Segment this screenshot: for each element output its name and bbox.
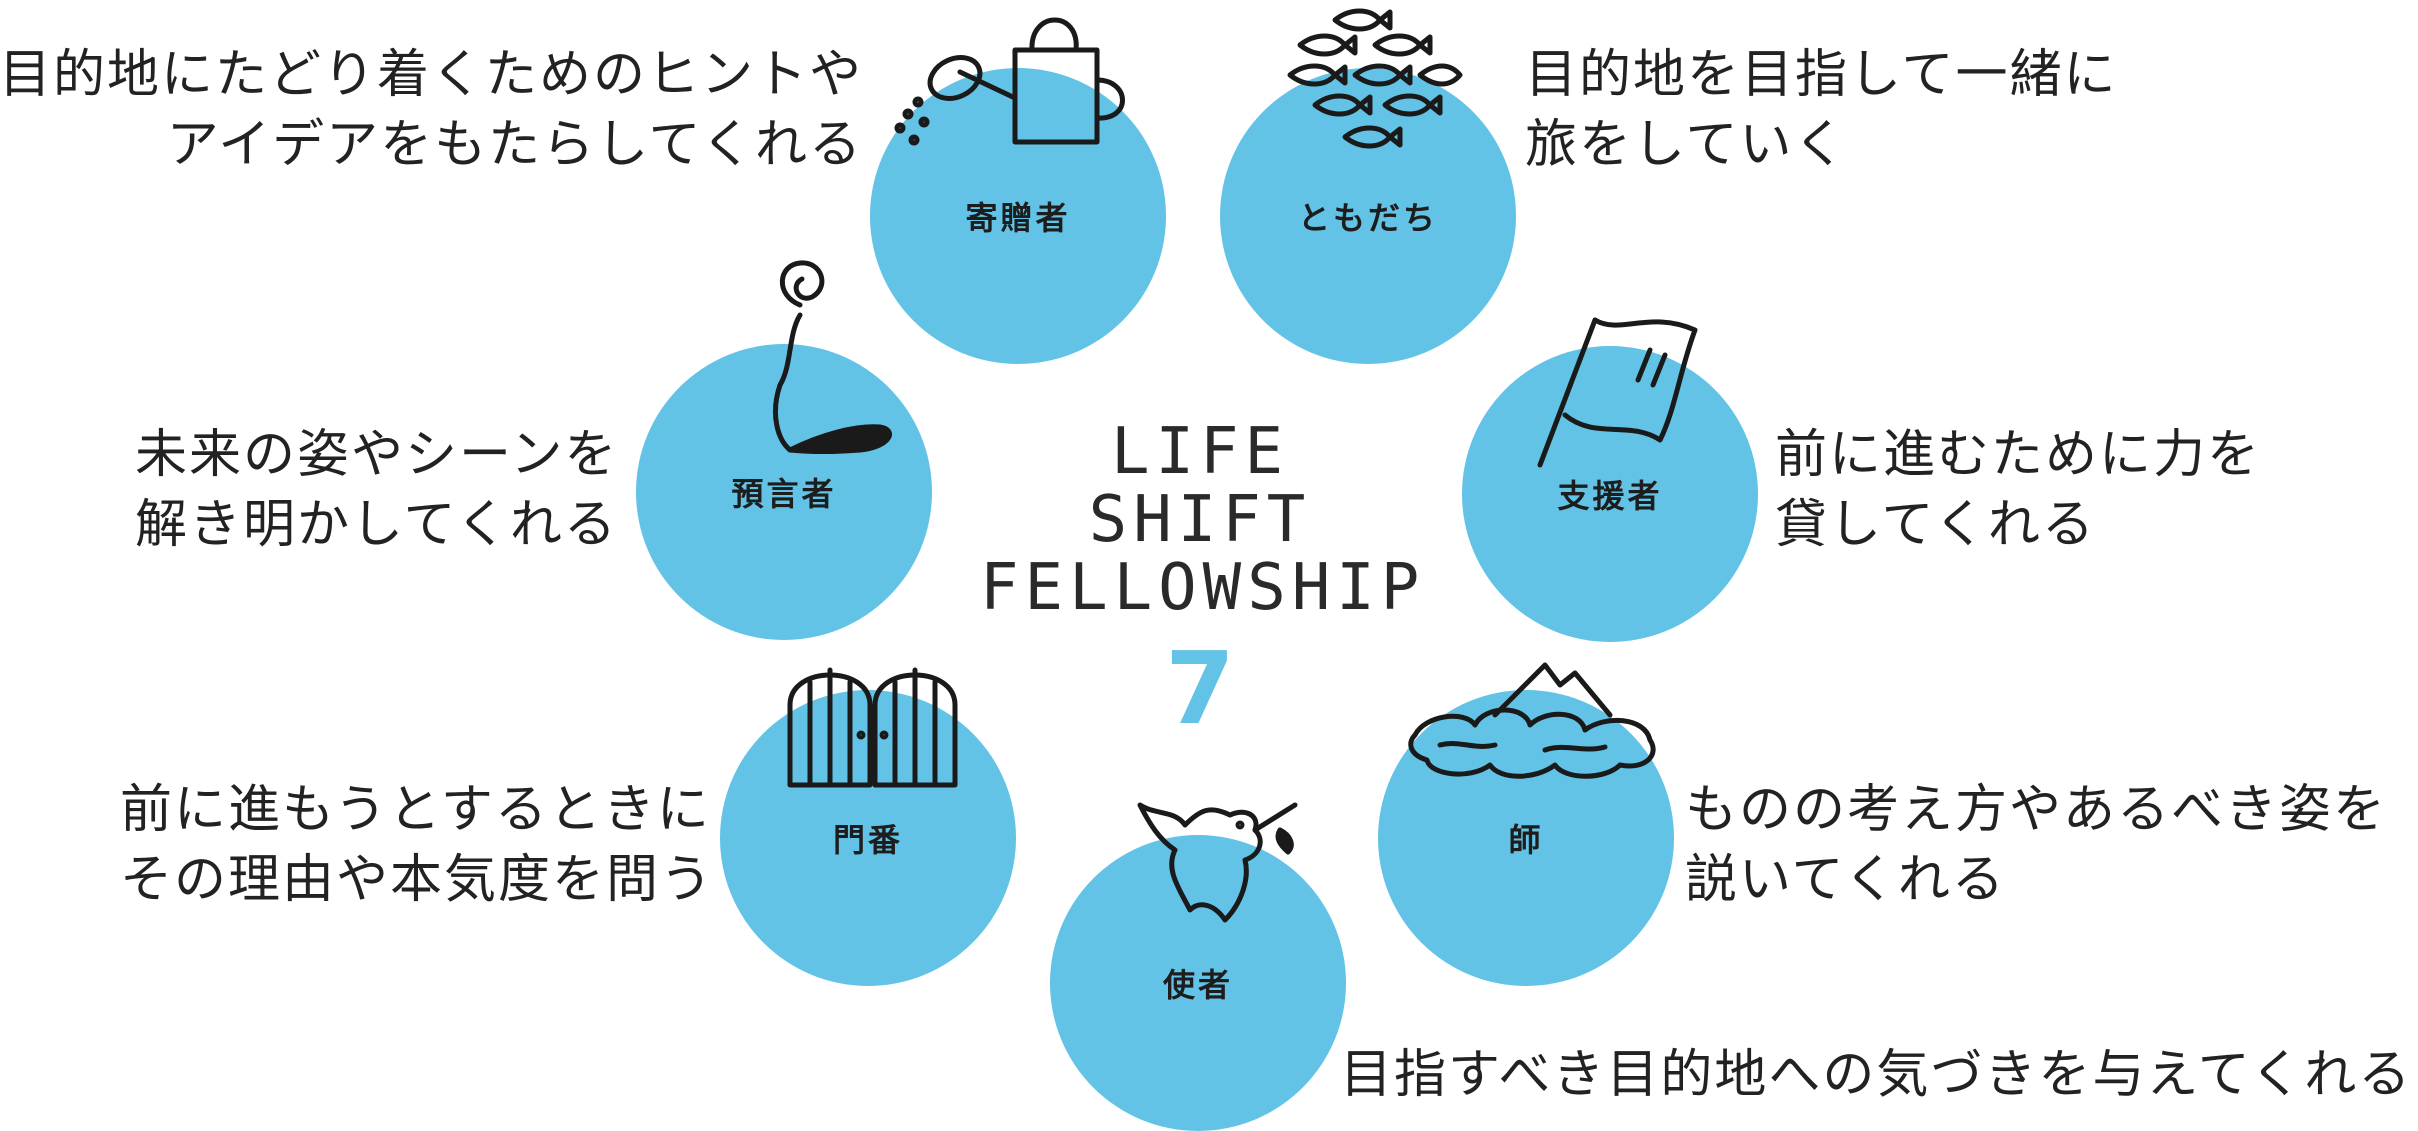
desc-friends-line-1: 目的地を目指して一緒に (1525, 45, 2118, 105)
watering-can-icon (894, 17, 1125, 146)
role-circle-mentor: 師 (1378, 690, 1674, 986)
desc-friends: 目的地を目指して一緒に 旅をしていく (1525, 40, 2117, 180)
desc-supporter-line-2: 貸してくれる (1775, 495, 2096, 555)
role-label-gatekeeper: 門番 (832, 821, 903, 859)
desc-mentor-line-1: ものの考え方やあるべき姿を (1685, 780, 2388, 840)
desc-messenger: 目指すべき目的地への気づきを与えてくれる (1340, 1040, 2412, 1110)
role-label-messenger: 使者 (1162, 966, 1233, 1004)
desc-gatekeeper: 前に進もうとするときに その理由や本気度を問う (120, 775, 714, 915)
arched-gate-icon (787, 667, 958, 788)
role-label-prophet: 預言者 (731, 475, 837, 513)
desc-gatekeeper-line-2: その理由や本気度を問う (120, 850, 715, 910)
role-circle-friends: ともだち (1220, 68, 1516, 364)
desc-supporter-line-1: 前に進むために力を (1775, 425, 2262, 485)
role-label-mentor: 師 (1508, 821, 1544, 859)
school-of-fish-icon (1287, 8, 1463, 149)
title-line-shift: SHIFT (1088, 483, 1312, 557)
desc-prophet-line-2: 解き明かしてくれる (135, 495, 618, 555)
role-circle-messenger: 使者 (1050, 835, 1346, 1131)
desc-donor-line-1: 目的地にたどり着くためのヒントや (0, 45, 863, 105)
flag-icon (1537, 317, 1698, 468)
role-circle-supporter: 支援者 (1462, 346, 1758, 642)
desc-donor-line-2: アイデアをもたらしてくれる (166, 115, 863, 175)
desc-gatekeeper-line-1: 前に進もうとするときに (120, 780, 711, 840)
role-circle-donor: 寄贈者 (870, 68, 1166, 364)
role-label-friends: ともだち (1297, 199, 1438, 237)
center-title: LIFE SHIFT FELLOWSHIP (980, 418, 1420, 622)
desc-friends-line-2: 旅をしていく (1525, 115, 1848, 175)
desc-supporter: 前に進むために力を 貸してくれる (1775, 420, 2261, 560)
desc-messenger-line-1: 目指すべき目的地への気づきを与えてくれる (1340, 1045, 2413, 1105)
mountain-clouds-icon (1408, 662, 1656, 779)
role-label-supporter: 支援者 (1557, 477, 1663, 515)
desc-prophet: 未来の姿やシーンを 解き明かしてくれる (135, 420, 618, 560)
desc-mentor-line-2: 説いてくれる (1685, 850, 2006, 910)
role-label-donor: 寄贈者 (965, 199, 1071, 237)
desc-donor: 目的地にたどり着くためのヒントや アイデアをもたらしてくれる (0, 40, 863, 180)
desc-mentor: ものの考え方やあるべき姿を 説いてくれる (1685, 775, 2387, 915)
title-line-fellowship: FELLOWSHIP (980, 551, 1426, 625)
dove-icon (1137, 802, 1298, 923)
role-circle-prophet: 預言者 (636, 344, 932, 640)
center-number: 7 (1165, 630, 1235, 747)
smoke-spiral-icon (772, 260, 892, 454)
desc-prophet-line-1: 未来の姿やシーンを (135, 425, 619, 485)
title-line-life: LIFE (1110, 415, 1290, 489)
